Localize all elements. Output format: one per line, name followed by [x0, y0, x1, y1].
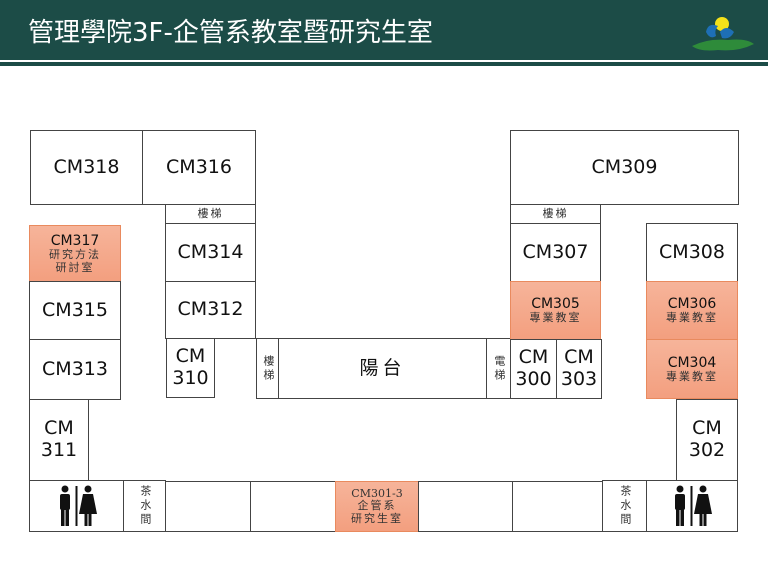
pantry-label: 茶水間 [618, 485, 632, 527]
room-label: CM317 [50, 232, 100, 249]
stairs-middle: 樓梯 [256, 338, 279, 399]
room-cm316: CM316 [142, 130, 256, 205]
room-cm314: CM314 [165, 223, 256, 282]
restroom-icon [675, 485, 712, 526]
stairs-left: 樓梯 [165, 204, 256, 224]
room-label: CM315 [42, 298, 108, 321]
room-desc: 專業教室 [529, 311, 582, 325]
room-label: 303 [560, 368, 598, 390]
room-label: CM309 [591, 155, 658, 178]
restroom-left [29, 480, 124, 532]
room-label: CM316 [166, 155, 232, 178]
room-desc: 研究生室 [351, 511, 403, 525]
stairs-label: 樓梯 [542, 206, 569, 220]
restroom-icon [59, 485, 97, 526]
school-logo-icon [692, 17, 754, 51]
pantry-right: 茶水間 [602, 480, 647, 532]
pantry-left: 茶水間 [123, 480, 166, 532]
room-cm312: CM312 [165, 281, 256, 339]
room-cm313: CM313 [29, 339, 121, 400]
room-label: CM [44, 417, 74, 440]
elevator: 電梯 [486, 338, 511, 399]
room-desc: 專業教室 [666, 311, 718, 325]
room-label: 310 [172, 367, 209, 389]
room-label: CM308 [659, 240, 725, 263]
room-label: CM307 [522, 240, 589, 263]
room-label: 311 [40, 439, 78, 461]
room-cm308: CM308 [646, 223, 738, 282]
room-desc: 專業教室 [666, 369, 718, 383]
room-cm318: CM318 [30, 130, 143, 205]
page-title: 管理學院3F-企管系教室暨研究生室 [28, 18, 433, 48]
room-label: CM [564, 346, 594, 369]
room-label: CM318 [53, 155, 120, 178]
pantry-label: 茶水間 [138, 485, 152, 527]
room-label: CM305 [531, 296, 580, 313]
room-label: CM313 [42, 357, 108, 380]
room-desc: 研究方法 [49, 247, 101, 261]
room-label: CM304 [667, 354, 717, 371]
room-label: CM312 [177, 298, 244, 321]
stairs-label: 樓梯 [197, 206, 224, 220]
room-cm307: CM307 [510, 223, 601, 282]
room-label: 302 [688, 439, 726, 461]
room-label: CM [692, 417, 722, 440]
room-label: CM301-3 [351, 486, 403, 500]
balcony-label: 陽台 [359, 356, 406, 379]
room-unlabeled [250, 481, 336, 532]
room-label: 300 [515, 368, 552, 390]
restroom-right [646, 480, 738, 532]
room-desc: 研討室 [55, 260, 95, 274]
header-bar: 管理學院3F-企管系教室暨研究生室 [0, 0, 768, 60]
room-cm309: CM309 [510, 130, 739, 205]
elevator-label: 電梯 [492, 354, 506, 383]
room-cm301-3: CM301-3 企管系 研究生室 [335, 481, 419, 532]
room-unlabeled [165, 481, 251, 532]
balcony: 陽台 [278, 338, 487, 399]
header-divider [0, 62, 768, 66]
room-label: CM314 [177, 240, 244, 263]
room-unlabeled [512, 481, 603, 532]
room-label: CM [175, 345, 206, 368]
room-cm317: CM317 研究方法 研討室 [29, 225, 121, 282]
room-label: CM306 [667, 296, 717, 313]
room-unlabeled [418, 481, 513, 532]
stairs-right: 樓梯 [510, 204, 601, 224]
stairs-label: 樓梯 [261, 354, 275, 383]
room-label: CM [518, 346, 549, 369]
room-desc: 企管系 [357, 499, 397, 513]
room-cm315: CM315 [29, 281, 121, 340]
